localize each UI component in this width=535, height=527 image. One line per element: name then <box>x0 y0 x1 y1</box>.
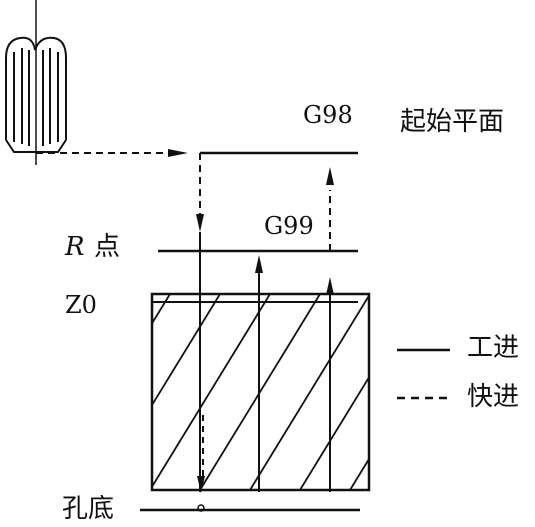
r-point-label: 点 <box>94 232 121 262</box>
rapid-approach-arrow <box>168 149 188 157</box>
initial-plane-label: 起始平面 <box>400 107 505 137</box>
drill-tool <box>5 0 67 165</box>
r-letter-label: R <box>65 232 85 262</box>
g99-label: G99 <box>264 212 314 240</box>
retract-initial-arrow <box>326 167 334 185</box>
legend-feed-label: 工进 <box>467 333 520 363</box>
legend-rapid-label: 快进 <box>467 382 520 412</box>
retract-z0-arrow <box>326 277 334 295</box>
z0-label: Z0 <box>65 291 97 319</box>
rapid-down-arrow <box>196 214 204 232</box>
g98-label: G98 <box>303 101 353 129</box>
feed-down-arrow <box>197 476 205 493</box>
hole-bottom-label: 孔底 <box>62 494 115 524</box>
retract-r-arrow <box>255 255 263 273</box>
